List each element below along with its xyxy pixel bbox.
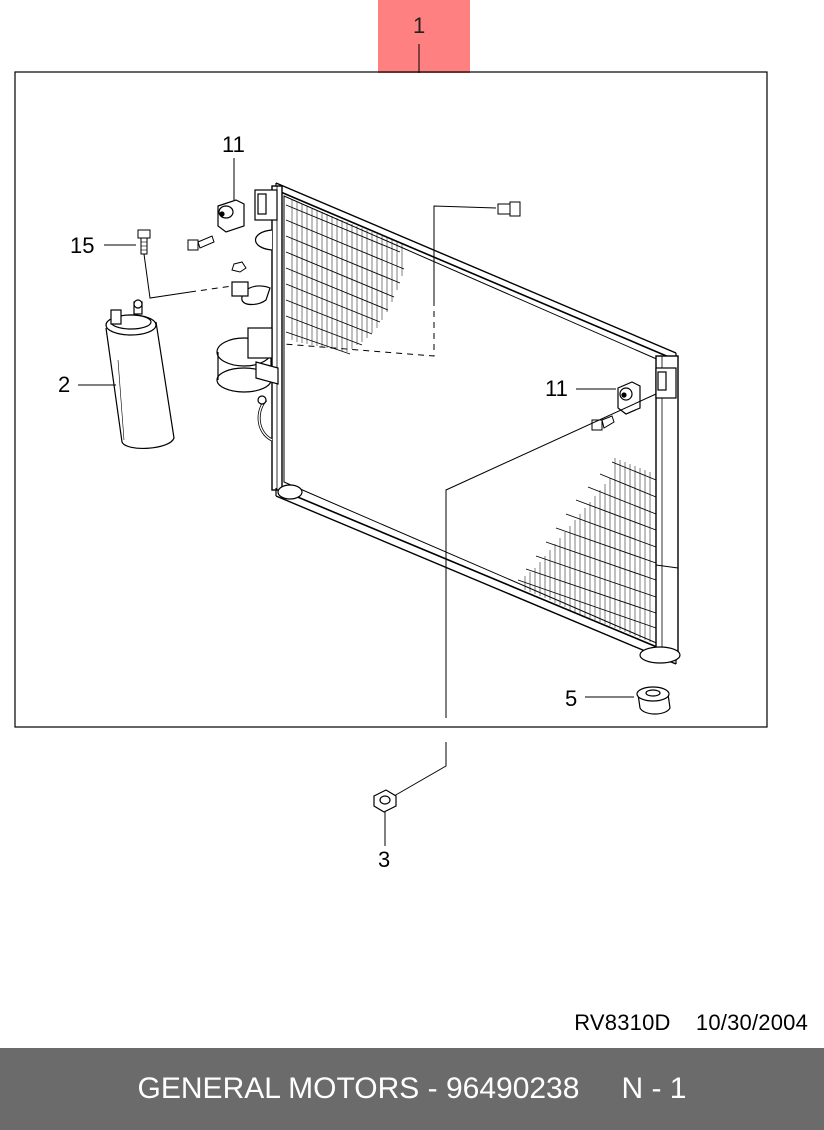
document-code: RV8310D <box>574 1010 671 1035</box>
rubber-mount-icon[interactable] <box>636 686 671 715</box>
callout-11-left[interactable]: 11 <box>222 132 245 157</box>
bolt-right-leader <box>445 393 657 718</box>
nut-3-icon[interactable] <box>373 789 397 813</box>
footer-separator: - <box>427 1072 438 1105</box>
document-reference: RV8310D 10/30/2004 <box>574 1010 808 1036</box>
parts-diagram: 1 <box>14 0 768 872</box>
callout-15[interactable]: 15 <box>70 233 94 258</box>
nut-small-icon[interactable] <box>231 261 247 273</box>
nut-3-leader <box>393 742 447 797</box>
bolt-15-icon[interactable] <box>137 229 151 255</box>
callout-1[interactable]: 1 <box>413 13 425 38</box>
bolt-top-dashed-leader <box>283 300 435 357</box>
bolt-top-leader <box>433 205 497 300</box>
condenser-icon[interactable] <box>254 182 681 665</box>
mount-bracket-right-icon[interactable] <box>617 381 641 415</box>
bolt-right-icon[interactable] <box>591 415 615 431</box>
footer-bar: GENERAL MOTORS - 96490238 N - 1 <box>0 1048 824 1130</box>
callout-2[interactable]: 2 <box>58 372 70 397</box>
bolt-15-path <box>143 253 191 299</box>
bolt-left-icon[interactable] <box>187 235 215 251</box>
receiver-drier-icon[interactable] <box>105 299 175 449</box>
assembly-frame <box>14 71 768 728</box>
callout-3[interactable]: 3 <box>378 847 390 872</box>
bolt-15-dashed-path <box>189 285 233 293</box>
item-1-highlight <box>378 0 470 73</box>
bolt-top-icon[interactable] <box>497 201 521 217</box>
callout-11-right[interactable]: 11 <box>545 376 568 401</box>
footer-page: N - 1 <box>621 1072 687 1105</box>
callout-5[interactable]: 5 <box>565 686 577 711</box>
footer-part-number: 96490238 <box>445 1072 580 1105</box>
mount-bracket-left-icon[interactable] <box>217 199 245 233</box>
drier-bracket-icon[interactable] <box>216 281 279 442</box>
footer-brand: GENERAL MOTORS <box>137 1072 420 1105</box>
document-date: 10/30/2004 <box>695 1010 808 1035</box>
